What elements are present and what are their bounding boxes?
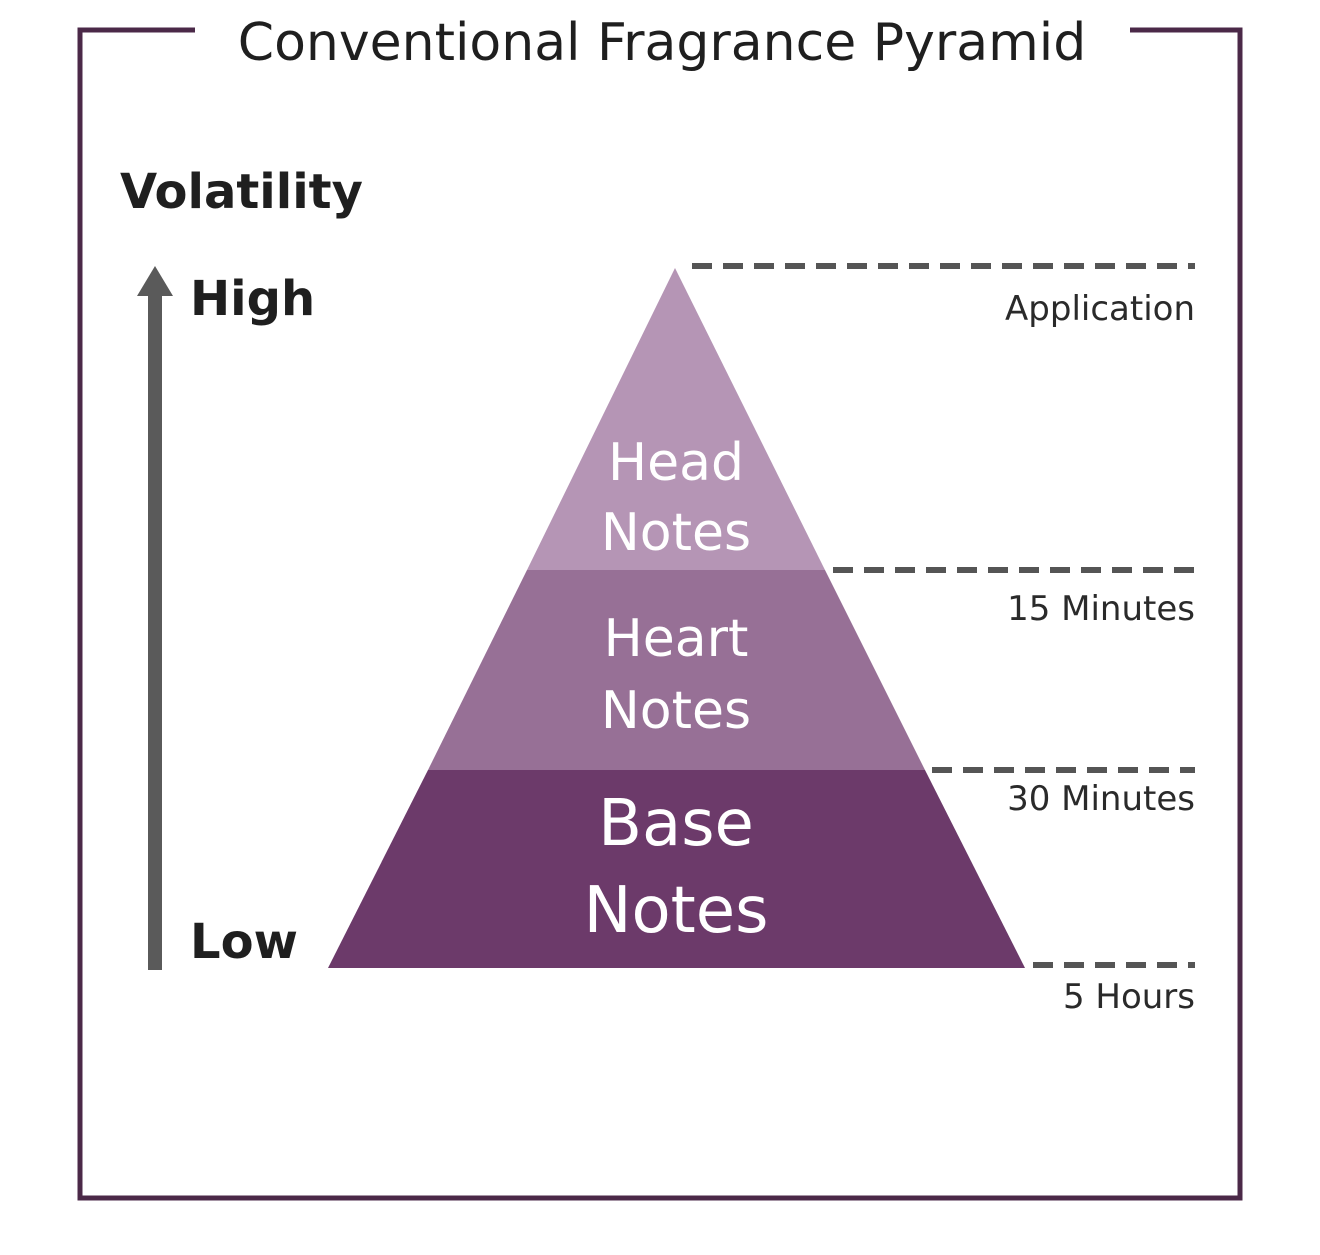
tier-heart-label-1: Heart (604, 609, 749, 669)
pyramid (328, 268, 1025, 968)
tier-head-label-2: Notes (601, 503, 751, 563)
axis-low-label: Low (190, 914, 298, 970)
arrow-shaft (148, 292, 162, 970)
tier-head-label-1: Head (608, 433, 744, 493)
axis-label: Volatility (120, 164, 363, 220)
diagram-title: Conventional Fragrance Pyramid (238, 13, 1086, 73)
timeline-markers (692, 263, 1195, 968)
tier-heart (428, 570, 925, 770)
tier-base (328, 770, 1025, 968)
tier-base-label-2: Notes (584, 874, 769, 948)
arrow-up-icon (137, 266, 173, 296)
time-label-30-minutes: 30 Minutes (1007, 779, 1195, 819)
frame-border (77, 27, 1243, 1201)
volatility-arrow (137, 266, 173, 970)
time-label-5-hours: 5 Hours (1063, 977, 1195, 1017)
tier-heart-label-2: Notes (601, 681, 751, 741)
time-label-15-minutes: 15 Minutes (1007, 589, 1195, 629)
tier-base-label-1: Base (598, 787, 754, 861)
axis-high-label: High (190, 271, 315, 327)
frame (77, 27, 1243, 1201)
tier-head (527, 268, 825, 570)
time-label-application: Application (1005, 289, 1195, 329)
